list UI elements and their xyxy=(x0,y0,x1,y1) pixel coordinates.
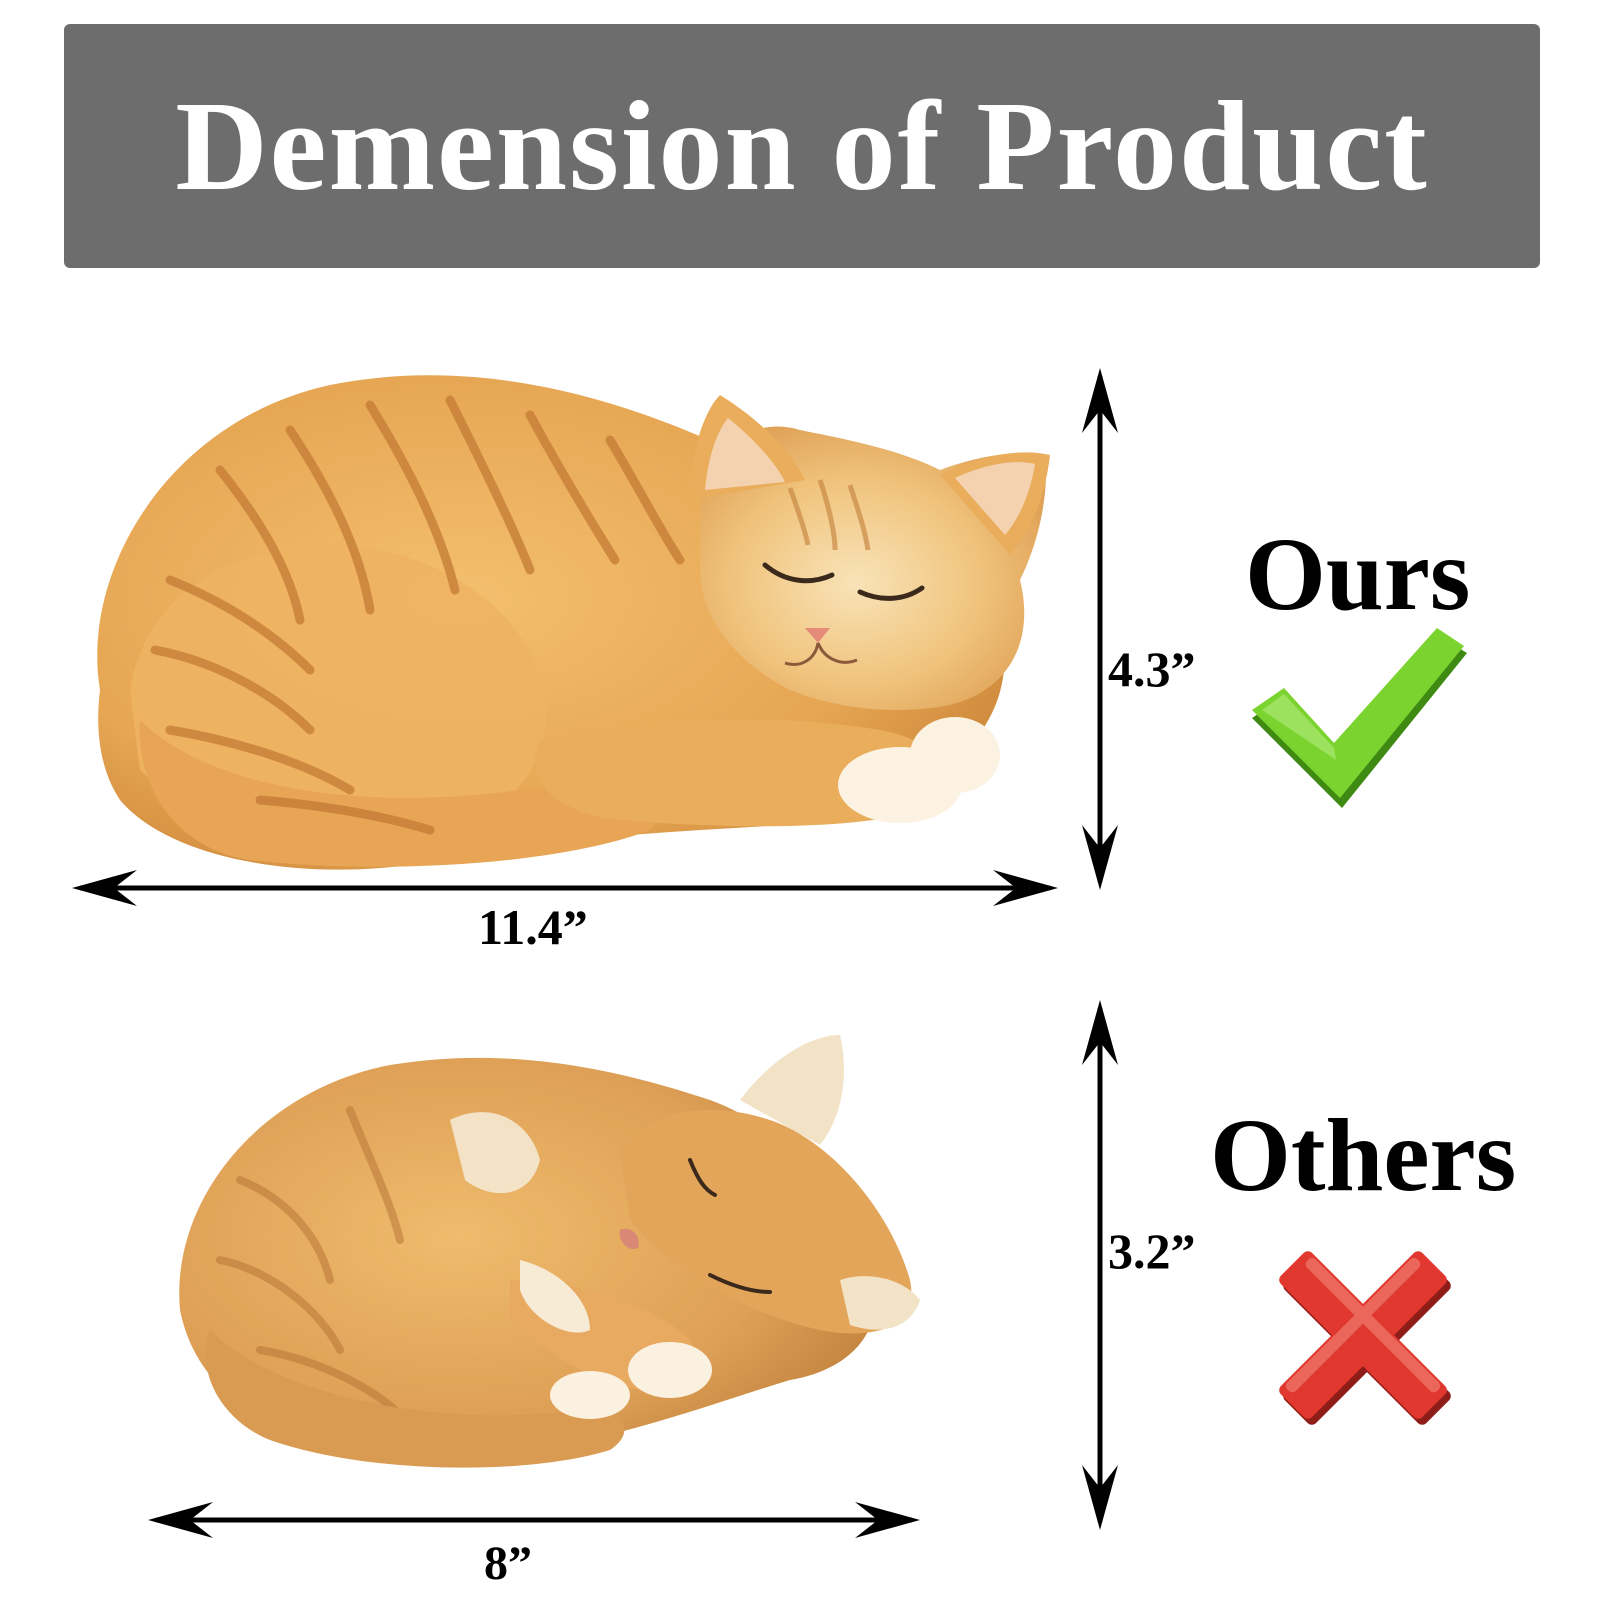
ours-cat-figurine xyxy=(97,375,1050,870)
title-banner: Demension of Product xyxy=(64,24,1540,268)
ours-height-arrow xyxy=(1082,368,1118,890)
others-width-arrow xyxy=(148,1502,920,1538)
others-label: Others xyxy=(1210,1098,1517,1213)
check-mark-icon xyxy=(1252,628,1467,808)
page-title: Demension of Product xyxy=(175,74,1429,217)
others-height-label: 3.2” xyxy=(1108,1223,1196,1279)
ours-label: Ours xyxy=(1245,517,1471,632)
others-width-label: 8” xyxy=(484,1537,532,1590)
x-mark-icon xyxy=(1279,1251,1451,1425)
others-height-arrow xyxy=(1082,1000,1118,1530)
ours-width-label: 11.4” xyxy=(478,899,588,955)
ours-height-label: 4.3” xyxy=(1108,641,1196,697)
ours-width-arrow xyxy=(72,870,1058,906)
others-cat-figurine xyxy=(179,1035,920,1468)
